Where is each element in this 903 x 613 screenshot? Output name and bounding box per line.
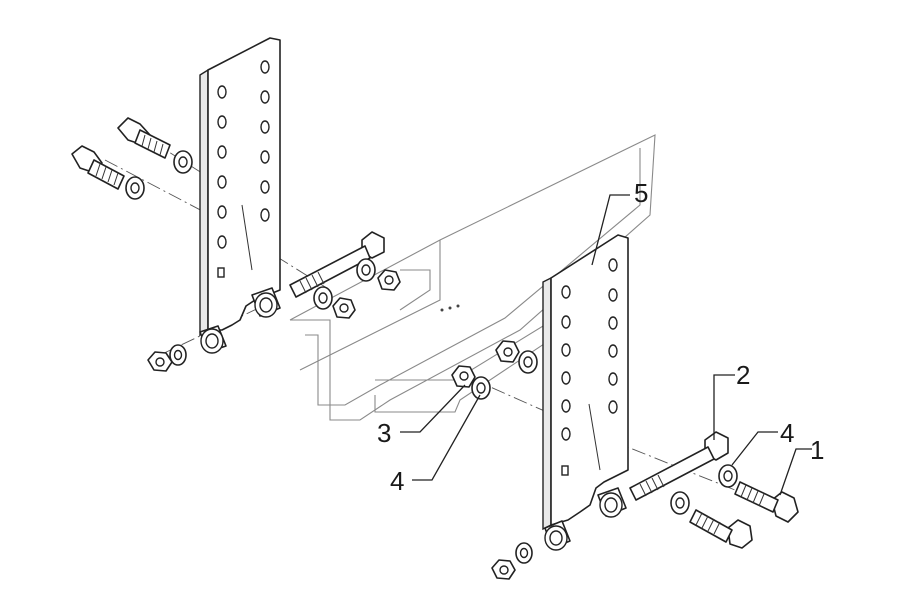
right-bracket-plate	[542, 234, 629, 551]
left-bottom-washer	[169, 344, 187, 366]
center-nut-3	[451, 365, 476, 388]
short-bolt-item-1	[734, 481, 799, 523]
center-washer-4	[471, 376, 491, 400]
callout-labels: 1 2 3 4 4 5	[377, 178, 824, 496]
reference-dots	[440, 304, 460, 312]
left-pivot-bolt	[289, 231, 385, 298]
left-bracket-plate	[199, 37, 281, 354]
long-bolt-item-2	[629, 431, 729, 501]
background-bracket-outline	[289, 134, 656, 421]
center-upper-washer	[518, 350, 538, 374]
left-upper-bolt	[117, 117, 171, 159]
washer-item-4	[718, 464, 738, 488]
callout-4-center: 4	[390, 466, 404, 496]
right-plate-holes	[561, 258, 618, 476]
callout-4-right: 4	[780, 418, 794, 448]
left-pivot-washers-nuts	[313, 258, 401, 319]
callout-leaders	[400, 194, 812, 496]
callout-1: 1	[810, 435, 824, 465]
left-plate-bushings	[199, 287, 281, 354]
left-lower-bolt	[71, 145, 125, 190]
callout-2: 2	[736, 360, 750, 390]
left-upper-washer	[173, 150, 193, 174]
right-bottom-nut	[491, 559, 516, 580]
center-upper-nut	[495, 340, 520, 363]
lower-right-bolt	[689, 509, 753, 549]
callout-3: 3	[377, 418, 391, 448]
right-bottom-washer	[515, 542, 533, 564]
right-plate-bushings	[544, 487, 627, 551]
left-bottom-nut	[147, 351, 173, 372]
left-lower-washer	[125, 176, 145, 200]
lower-right-washer	[670, 491, 690, 515]
callout-5: 5	[634, 178, 648, 208]
left-plate-holes	[217, 60, 270, 278]
